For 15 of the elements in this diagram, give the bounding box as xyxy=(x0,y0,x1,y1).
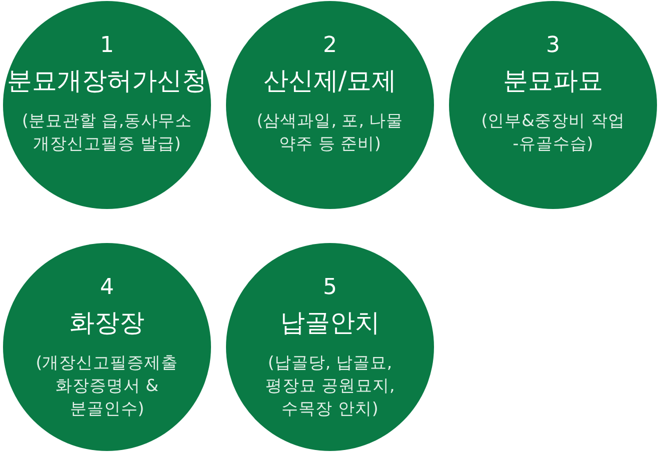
step-title: 분묘파묘 xyxy=(503,65,603,97)
step-title: 납골안치 xyxy=(280,307,380,339)
step-description: (분묘관할 읍,동사무소 개장신고필증 발급) xyxy=(21,110,193,155)
step-title: 산신제/묘제 xyxy=(263,65,397,97)
step-number: 5 xyxy=(323,275,337,301)
step-title: 화장장 xyxy=(70,307,144,339)
step-description: (개장신고필증제출 화장증명서 & 분골인수) xyxy=(34,352,180,420)
step-description: (인부&중장비 작업 -유골수습) xyxy=(480,110,626,155)
step-number: 1 xyxy=(100,33,114,59)
step-title: 분묘개장허가신청 xyxy=(7,65,207,97)
step-description: (납골당, 납골묘, 평장묘 공원묘지, 수목장 안치) xyxy=(264,352,396,420)
step-number: 4 xyxy=(100,275,114,301)
step-number: 2 xyxy=(323,33,337,59)
step-description: (삼색과일, 포, 나물 약주 등 준비) xyxy=(256,110,404,155)
step-number: 3 xyxy=(546,33,560,59)
